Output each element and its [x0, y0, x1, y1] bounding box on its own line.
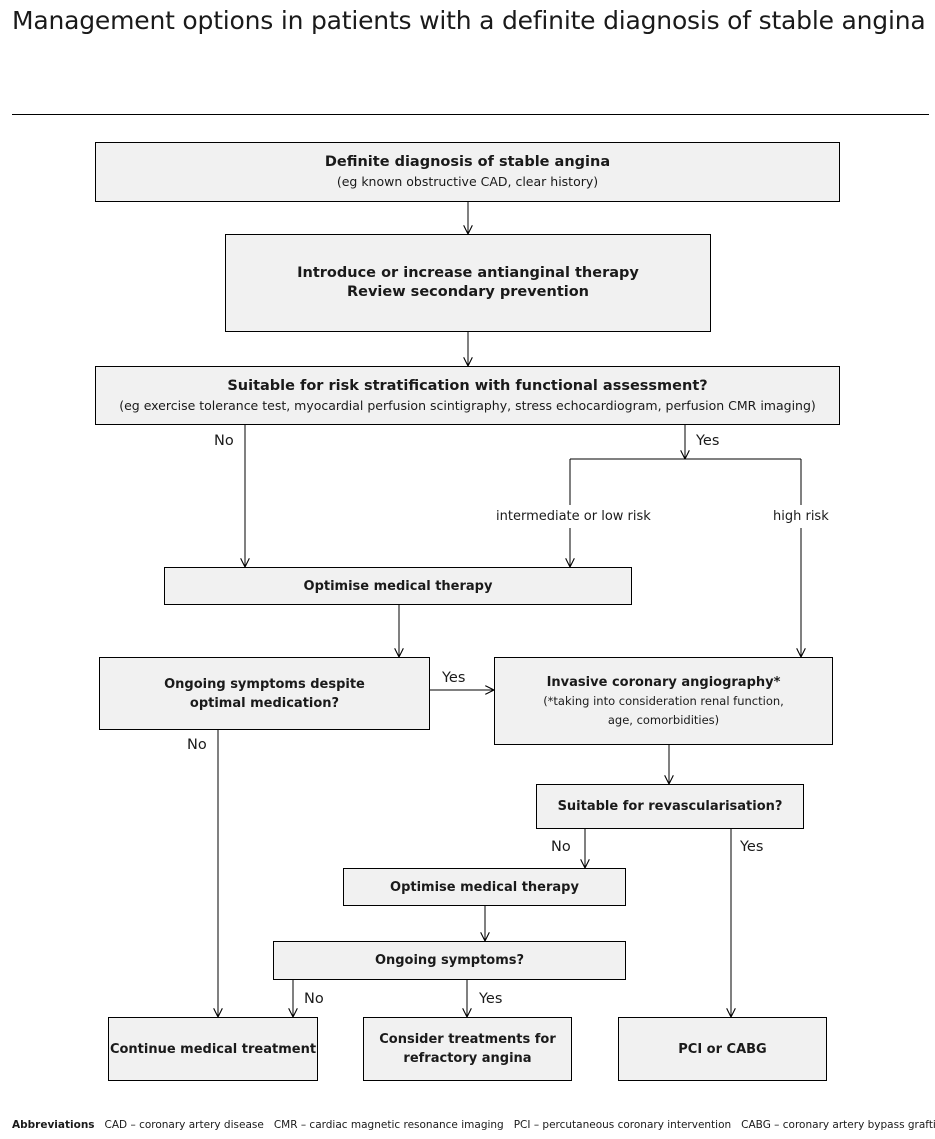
node-optimise1-main: Optimise medical therapy: [303, 578, 493, 594]
abbreviations-heading: Abbreviations: [12, 1119, 95, 1131]
node-refractory-line2: refractory angina: [403, 1051, 532, 1066]
node-invasive-sub1: (*taking into consideration renal functi…: [543, 693, 784, 708]
label-intermediate-risk: intermediate or low risk: [496, 509, 651, 524]
node-ongoing-symptoms-2: Ongoing symptoms?: [273, 941, 626, 980]
abbreviation-item: PCI – percutaneous coronary intervention: [513, 1119, 732, 1131]
node-revasc-main: Suitable for revascularisation?: [557, 799, 783, 814]
node-refractory-angina: Consider treatments for refractory angin…: [363, 1017, 572, 1081]
page-title: Management options in patients with a de…: [12, 6, 926, 35]
node-therapy-line2: Review secondary prevention: [346, 284, 590, 300]
node-suitable-risk: Suitable for risk stratification with fu…: [95, 366, 840, 425]
label-ongoing1-yes: Yes: [442, 670, 466, 686]
node-optimise-medical-2: Optimise medical therapy: [343, 868, 626, 906]
node-optimise2-main: Optimise medical therapy: [390, 879, 579, 895]
node-definite-diagnosis: Definite diagnosis of stable angina (eg …: [95, 142, 840, 202]
node-ongoing-symptoms-1: Ongoing symptoms despite optimal medicat…: [99, 657, 430, 730]
label-revasc-yes: Yes: [740, 839, 764, 855]
node-invasive-sub2: age, comorbidities): [607, 712, 720, 727]
node-therapy-line1: Introduce or increase antianginal therap…: [297, 265, 639, 281]
node-pci-cabg: PCI or CABG: [618, 1017, 827, 1081]
label-ongoing2-yes: Yes: [479, 991, 503, 1007]
title-divider: [12, 114, 929, 115]
node-suitable-sub: (eg exercise tolerance test, myocardial …: [119, 397, 816, 413]
node-optimise-medical-1: Optimise medical therapy: [164, 567, 632, 605]
label-risk-yes: Yes: [696, 433, 720, 449]
node-refractory-line1: Consider treatments for: [379, 1032, 556, 1047]
label-ongoing1-no: No: [187, 737, 207, 753]
node-suitable-revascularisation: Suitable for revascularisation?: [536, 784, 804, 829]
node-ongoing1-line2: optimal medication?: [189, 695, 340, 711]
node-ongoing1-line1: Ongoing symptoms despite: [164, 676, 365, 692]
label-revasc-no: No: [551, 839, 571, 855]
node-definite-sub: (eg known obstructive CAD, clear history…: [336, 174, 599, 189]
node-continue-main: Continue medical treatment: [109, 1041, 317, 1057]
label-high-risk: high risk: [773, 509, 829, 524]
node-antianginal-therapy: Introduce or increase antianginal therap…: [225, 234, 711, 332]
label-risk-no: No: [214, 433, 234, 449]
abbreviations-footer: Abbreviations CAD – coronary artery disea…: [12, 1119, 935, 1131]
node-invasive-main: Invasive coronary angiography*: [546, 674, 781, 690]
node-pci-main: PCI or CABG: [678, 1041, 767, 1057]
node-definite-main: Definite diagnosis of stable angina: [324, 154, 611, 170]
abbreviation-item: CMR – cardiac magnetic resonance imaging: [273, 1119, 504, 1131]
node-invasive-angiography: Invasive coronary angiography* (*taking …: [494, 657, 833, 745]
node-continue-medical: Continue medical treatment: [108, 1017, 318, 1081]
node-ongoing2-main: Ongoing symptoms?: [374, 953, 525, 968]
label-ongoing2-no: No: [304, 991, 324, 1007]
abbreviation-item: CAD – coronary artery disease: [104, 1119, 264, 1131]
node-suitable-main: Suitable for risk stratification with fu…: [227, 377, 708, 394]
abbreviation-item: CABG – coronary artery bypass grafting: [741, 1119, 935, 1131]
